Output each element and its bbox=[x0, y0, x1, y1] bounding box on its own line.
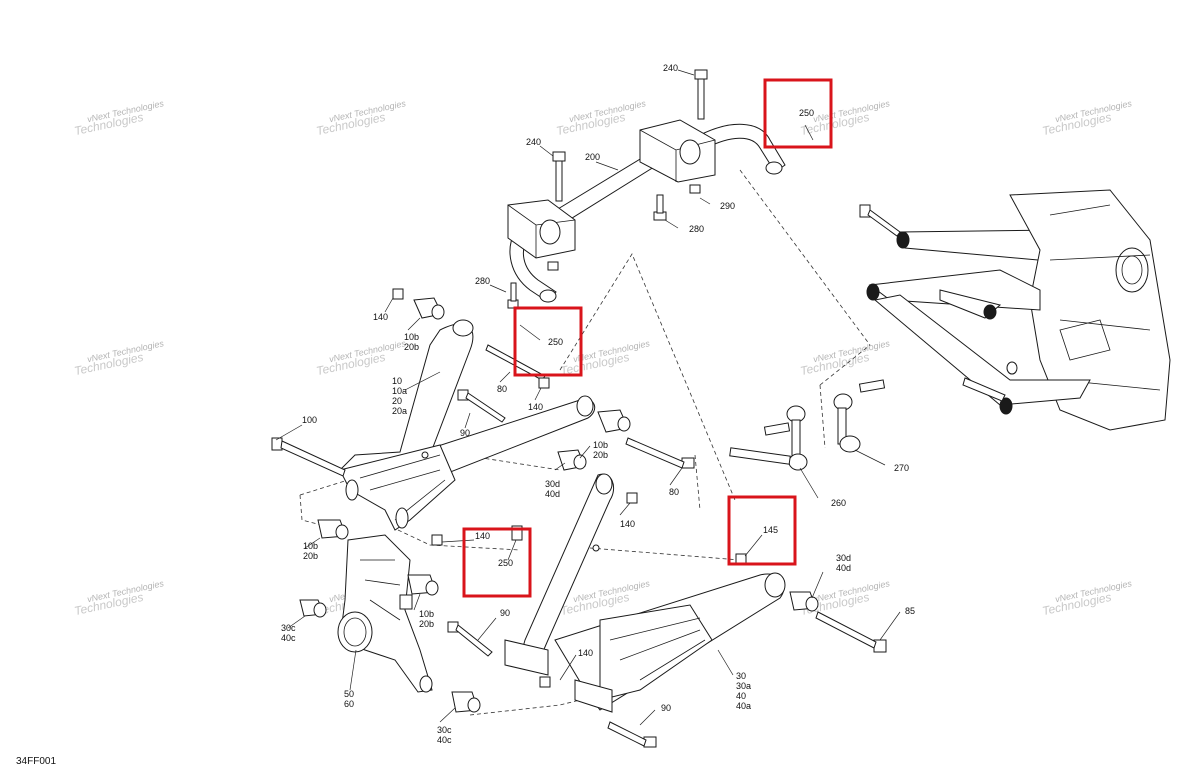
callout-140[interactable]: 140 bbox=[578, 648, 593, 658]
callout-250[interactable]: 250 bbox=[548, 337, 563, 347]
screws-240-280 bbox=[507, 69, 708, 309]
callout-140[interactable]: 140 bbox=[620, 519, 635, 529]
callout-90[interactable]: 90 bbox=[661, 703, 671, 713]
highlight-box-250 bbox=[513, 306, 583, 377]
sway-bar-links bbox=[729, 379, 886, 471]
callout-250[interactable]: 250 bbox=[498, 558, 513, 568]
callout-80[interactable]: 80 bbox=[497, 384, 507, 394]
callout-270[interactable]: 270 bbox=[894, 463, 909, 473]
callout-140[interactable]: 140 bbox=[528, 402, 543, 412]
rear-knuckle bbox=[337, 534, 433, 693]
callout-240[interactable]: 240 bbox=[526, 137, 541, 147]
callout-90[interactable]: 90 bbox=[500, 608, 510, 618]
callout-100[interactable]: 100 bbox=[302, 415, 317, 425]
callout-80[interactable]: 80 bbox=[669, 487, 679, 497]
callout-240[interactable]: 240 bbox=[663, 63, 678, 73]
assembly-lines bbox=[299, 169, 871, 716]
callout-85[interactable]: 85 bbox=[905, 606, 915, 616]
callout-140[interactable]: 140 bbox=[373, 312, 388, 322]
callout-280[interactable]: 280 bbox=[689, 224, 704, 234]
callout-260[interactable]: 260 bbox=[831, 498, 846, 508]
highlight-box-145 bbox=[727, 495, 797, 566]
lower-arm-center bbox=[504, 473, 786, 713]
bushings bbox=[299, 297, 819, 713]
callout-145[interactable]: 145 bbox=[763, 525, 778, 535]
callout-290[interactable]: 290 bbox=[720, 201, 735, 211]
upper-arm-left bbox=[338, 319, 596, 531]
callout-280[interactable]: 280 bbox=[475, 276, 490, 286]
highlight-box-250 bbox=[763, 78, 833, 149]
leader-lines bbox=[275, 69, 901, 726]
assembled-suspension-right bbox=[859, 189, 1171, 431]
callout-90[interactable]: 90 bbox=[460, 428, 470, 438]
highlight-box-250 bbox=[462, 527, 532, 598]
stabilizer-bar bbox=[507, 119, 786, 303]
callout-200[interactable]: 200 bbox=[585, 152, 600, 162]
callout-140[interactable]: 140 bbox=[475, 531, 490, 541]
highlight-boxes bbox=[462, 78, 833, 598]
nuts bbox=[392, 288, 747, 688]
figure-code: 34FF001 bbox=[16, 756, 56, 767]
callout-250[interactable]: 250 bbox=[799, 108, 814, 118]
